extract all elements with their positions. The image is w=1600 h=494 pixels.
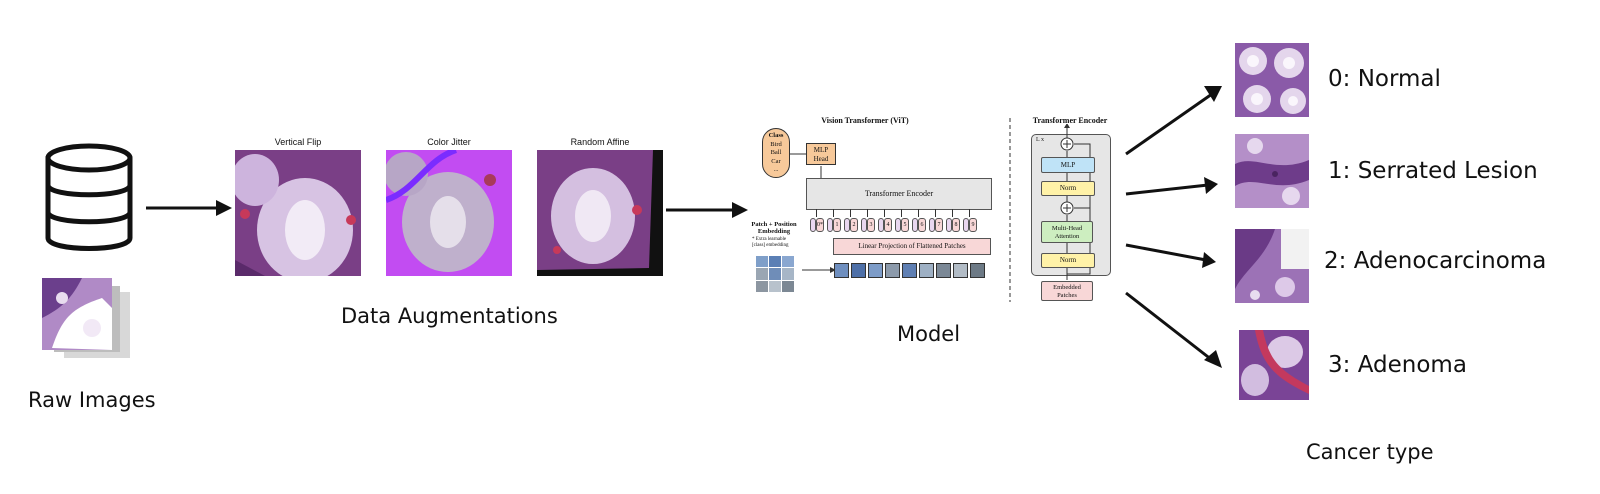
encoder-norm-top-label: Norm xyxy=(1059,184,1077,192)
linear-projection-label: Linear Projection of Flattened Patches xyxy=(858,242,966,250)
patch-tile xyxy=(834,263,849,278)
class-box-title: Class xyxy=(768,132,784,139)
class-label-serrated-lesion: 1: Serrated Lesion xyxy=(1328,158,1538,184)
mlp-head-line: MLP xyxy=(813,146,829,154)
arrow-raw-to-augment xyxy=(146,200,232,216)
token-6: 6 xyxy=(912,218,926,232)
patch-tile xyxy=(936,263,951,278)
class-box-item: Bird xyxy=(770,140,782,148)
encoder-norm-bottom-label: Norm xyxy=(1059,256,1077,264)
token-label: 2 xyxy=(850,218,858,232)
token-1: 1 xyxy=(827,218,841,232)
patch-embedding-label: Patch + Position Embedding xyxy=(748,221,800,235)
encoder-attention-box: Multi-Head Attention xyxy=(1041,221,1093,243)
token-label: 1 xyxy=(833,218,841,232)
token-5: 5 xyxy=(895,218,909,232)
token-9: 9 xyxy=(963,218,977,232)
encoder-repeat-label: L x xyxy=(1036,137,1044,143)
token-7: 7 xyxy=(929,218,943,232)
patch-tile xyxy=(953,263,968,278)
aug-title-color-jitter: Color Jitter xyxy=(427,137,471,147)
patch-tile xyxy=(885,263,900,278)
class-image-adenocarcinoma xyxy=(1235,229,1309,303)
token-label: 3 xyxy=(867,218,875,232)
class-box-item: Ball xyxy=(770,149,782,156)
embedded-patches-line: Patches xyxy=(1057,292,1077,299)
patch-tile xyxy=(868,263,883,278)
token-label: 4 xyxy=(884,218,892,232)
embedded-patches-line: Embedded xyxy=(1053,284,1081,291)
encoder-norm-top-box: Norm xyxy=(1041,181,1095,196)
token-label: 8 xyxy=(952,218,960,232)
arrow-augment-to-model xyxy=(666,202,748,218)
mlp-head-box: MLP Head xyxy=(806,143,836,165)
encoder-attention-line: Multi-Head xyxy=(1051,225,1083,232)
token-label: 7 xyxy=(935,218,943,232)
class-image-serrated-lesion xyxy=(1235,134,1309,208)
patch-tile xyxy=(919,263,934,278)
class-image-adenoma xyxy=(1239,330,1309,400)
patch-strip xyxy=(834,263,990,279)
transformer-encoder-label: Transformer Encoder xyxy=(864,189,934,198)
encoder-mlp-box: MLP xyxy=(1041,157,1095,173)
encoder-norm-bottom-box: Norm xyxy=(1041,253,1095,268)
token-3: 3 xyxy=(861,218,875,232)
class-label-normal: 0: Normal xyxy=(1328,66,1441,92)
encoder-detail-title: Transformer Encoder xyxy=(1032,116,1108,125)
raw-tissue-image xyxy=(42,278,112,350)
extra-note-line: * Extra learnable xyxy=(752,237,787,242)
patch-tile xyxy=(851,263,866,278)
patch-embedding-line: Patch + Position xyxy=(751,221,797,228)
cancer-type-caption: Cancer type xyxy=(1306,440,1434,464)
class-box-item: ... xyxy=(773,166,779,173)
encoder-mlp-label: MLP xyxy=(1060,161,1076,169)
embedded-patches-box: Embedded Patches xyxy=(1041,281,1093,301)
extra-note-line: [class] embedding xyxy=(752,243,789,248)
patch-embedding-line: Embedding xyxy=(757,228,791,235)
data-augmentations-caption: Data Augmentations xyxy=(341,304,558,328)
model-caption: Model xyxy=(897,322,961,346)
transformer-encoder-block: Transformer Encoder xyxy=(806,178,992,210)
extra-note: * Extra learnable [class] embedding xyxy=(752,237,800,249)
patch-source-grid xyxy=(756,256,794,292)
token-8: 8 xyxy=(946,218,960,232)
raw-image-stack xyxy=(40,278,132,362)
class-label-adenoma: 3: Adenoma xyxy=(1328,352,1467,378)
patch-tile xyxy=(902,263,917,278)
patch-tile xyxy=(970,263,985,278)
token-label: 6 xyxy=(918,218,926,232)
mlp-head-line: Head xyxy=(813,155,829,163)
database-icon xyxy=(44,140,134,256)
vit-connectors xyxy=(790,153,836,273)
token-4: 4 xyxy=(878,218,892,232)
aug-image-vertical-flip xyxy=(235,150,361,276)
token-label: 0* xyxy=(816,218,824,232)
class-label-adenocarcinoma: 2: Adenocarcinoma xyxy=(1324,248,1547,274)
output-arrows xyxy=(1125,86,1222,368)
aug-image-random-affine xyxy=(537,150,663,276)
token-label: 9 xyxy=(969,218,977,232)
class-output-box: Class Bird Ball Car ... xyxy=(762,128,790,178)
aug-title-vertical-flip: Vertical Flip xyxy=(274,137,322,147)
token-0: 0* xyxy=(810,218,824,232)
linear-projection-box: Linear Projection of Flattened Patches xyxy=(833,238,991,255)
encoder-attention-line: Attention xyxy=(1054,233,1080,240)
vit-title: Vision Transformer (ViT) xyxy=(821,116,909,125)
model-separator-dashed xyxy=(1009,118,1011,302)
encoder-detail-connectors xyxy=(1060,124,1091,280)
aug-image-color-jitter xyxy=(386,150,512,276)
class-image-normal xyxy=(1235,43,1309,117)
raw-images-caption: Raw Images xyxy=(28,388,156,412)
token-label: 5 xyxy=(901,218,909,232)
class-box-item: Car xyxy=(771,157,781,165)
token-2: 2 xyxy=(844,218,858,232)
aug-title-random-affine: Random Affine xyxy=(570,137,630,147)
